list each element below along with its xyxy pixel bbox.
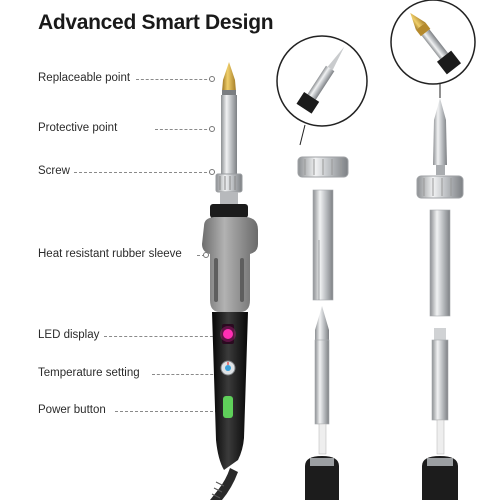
collar-left [305, 456, 339, 500]
label-protective-point: Protective point [38, 122, 118, 134]
soldering-iron [202, 62, 258, 500]
rubber-sleeve [202, 217, 258, 312]
sleeve-tube-left [312, 189, 334, 301]
leader-replaceable-point [136, 79, 212, 80]
label-power-button: Power button [38, 404, 106, 416]
led-light [223, 329, 233, 339]
zoom-circle-left [276, 35, 368, 127]
cone-tip-left [315, 306, 329, 340]
leader-dot-heat-resistant-sleeve [203, 252, 209, 258]
brass-tip [222, 62, 236, 92]
leader-dot-screw [209, 169, 215, 175]
leader-screw [74, 172, 212, 173]
label-heat-resistant-sleeve: Heat resistant rubber sleeve [38, 248, 182, 260]
heating-element-left [314, 339, 330, 425]
zoom-circle-right [390, 0, 476, 85]
leader-protective-point [155, 129, 212, 130]
heating-element-right [431, 339, 449, 421]
leader-led-display [104, 336, 218, 337]
leader-dot-protective-point [209, 126, 215, 132]
collar-right [422, 456, 458, 500]
leader-dot-replaceable-point [209, 76, 215, 82]
conical-point-right [433, 98, 447, 165]
tip-collar [222, 90, 236, 95]
label-temperature-setting: Temperature setting [38, 367, 140, 379]
label-led-display: LED display [38, 329, 100, 341]
power-cable [210, 468, 238, 500]
exploded-column-left [297, 156, 349, 500]
leader-heat-resistant-sleeve [197, 255, 205, 256]
power-button[interactable] [223, 396, 233, 418]
exploded-column-right [416, 98, 464, 500]
handle-body [212, 312, 248, 470]
grip-collar [210, 204, 248, 218]
label-replaceable-point: Replaceable point [38, 72, 131, 84]
page-title: Advanced Smart Design [38, 11, 274, 34]
leader-temperature-setting [152, 374, 218, 375]
protective-tube [221, 95, 237, 175]
sleeve-tube-right [429, 209, 451, 317]
label-screw: Screw [38, 165, 70, 177]
leader-power-button [115, 411, 218, 412]
